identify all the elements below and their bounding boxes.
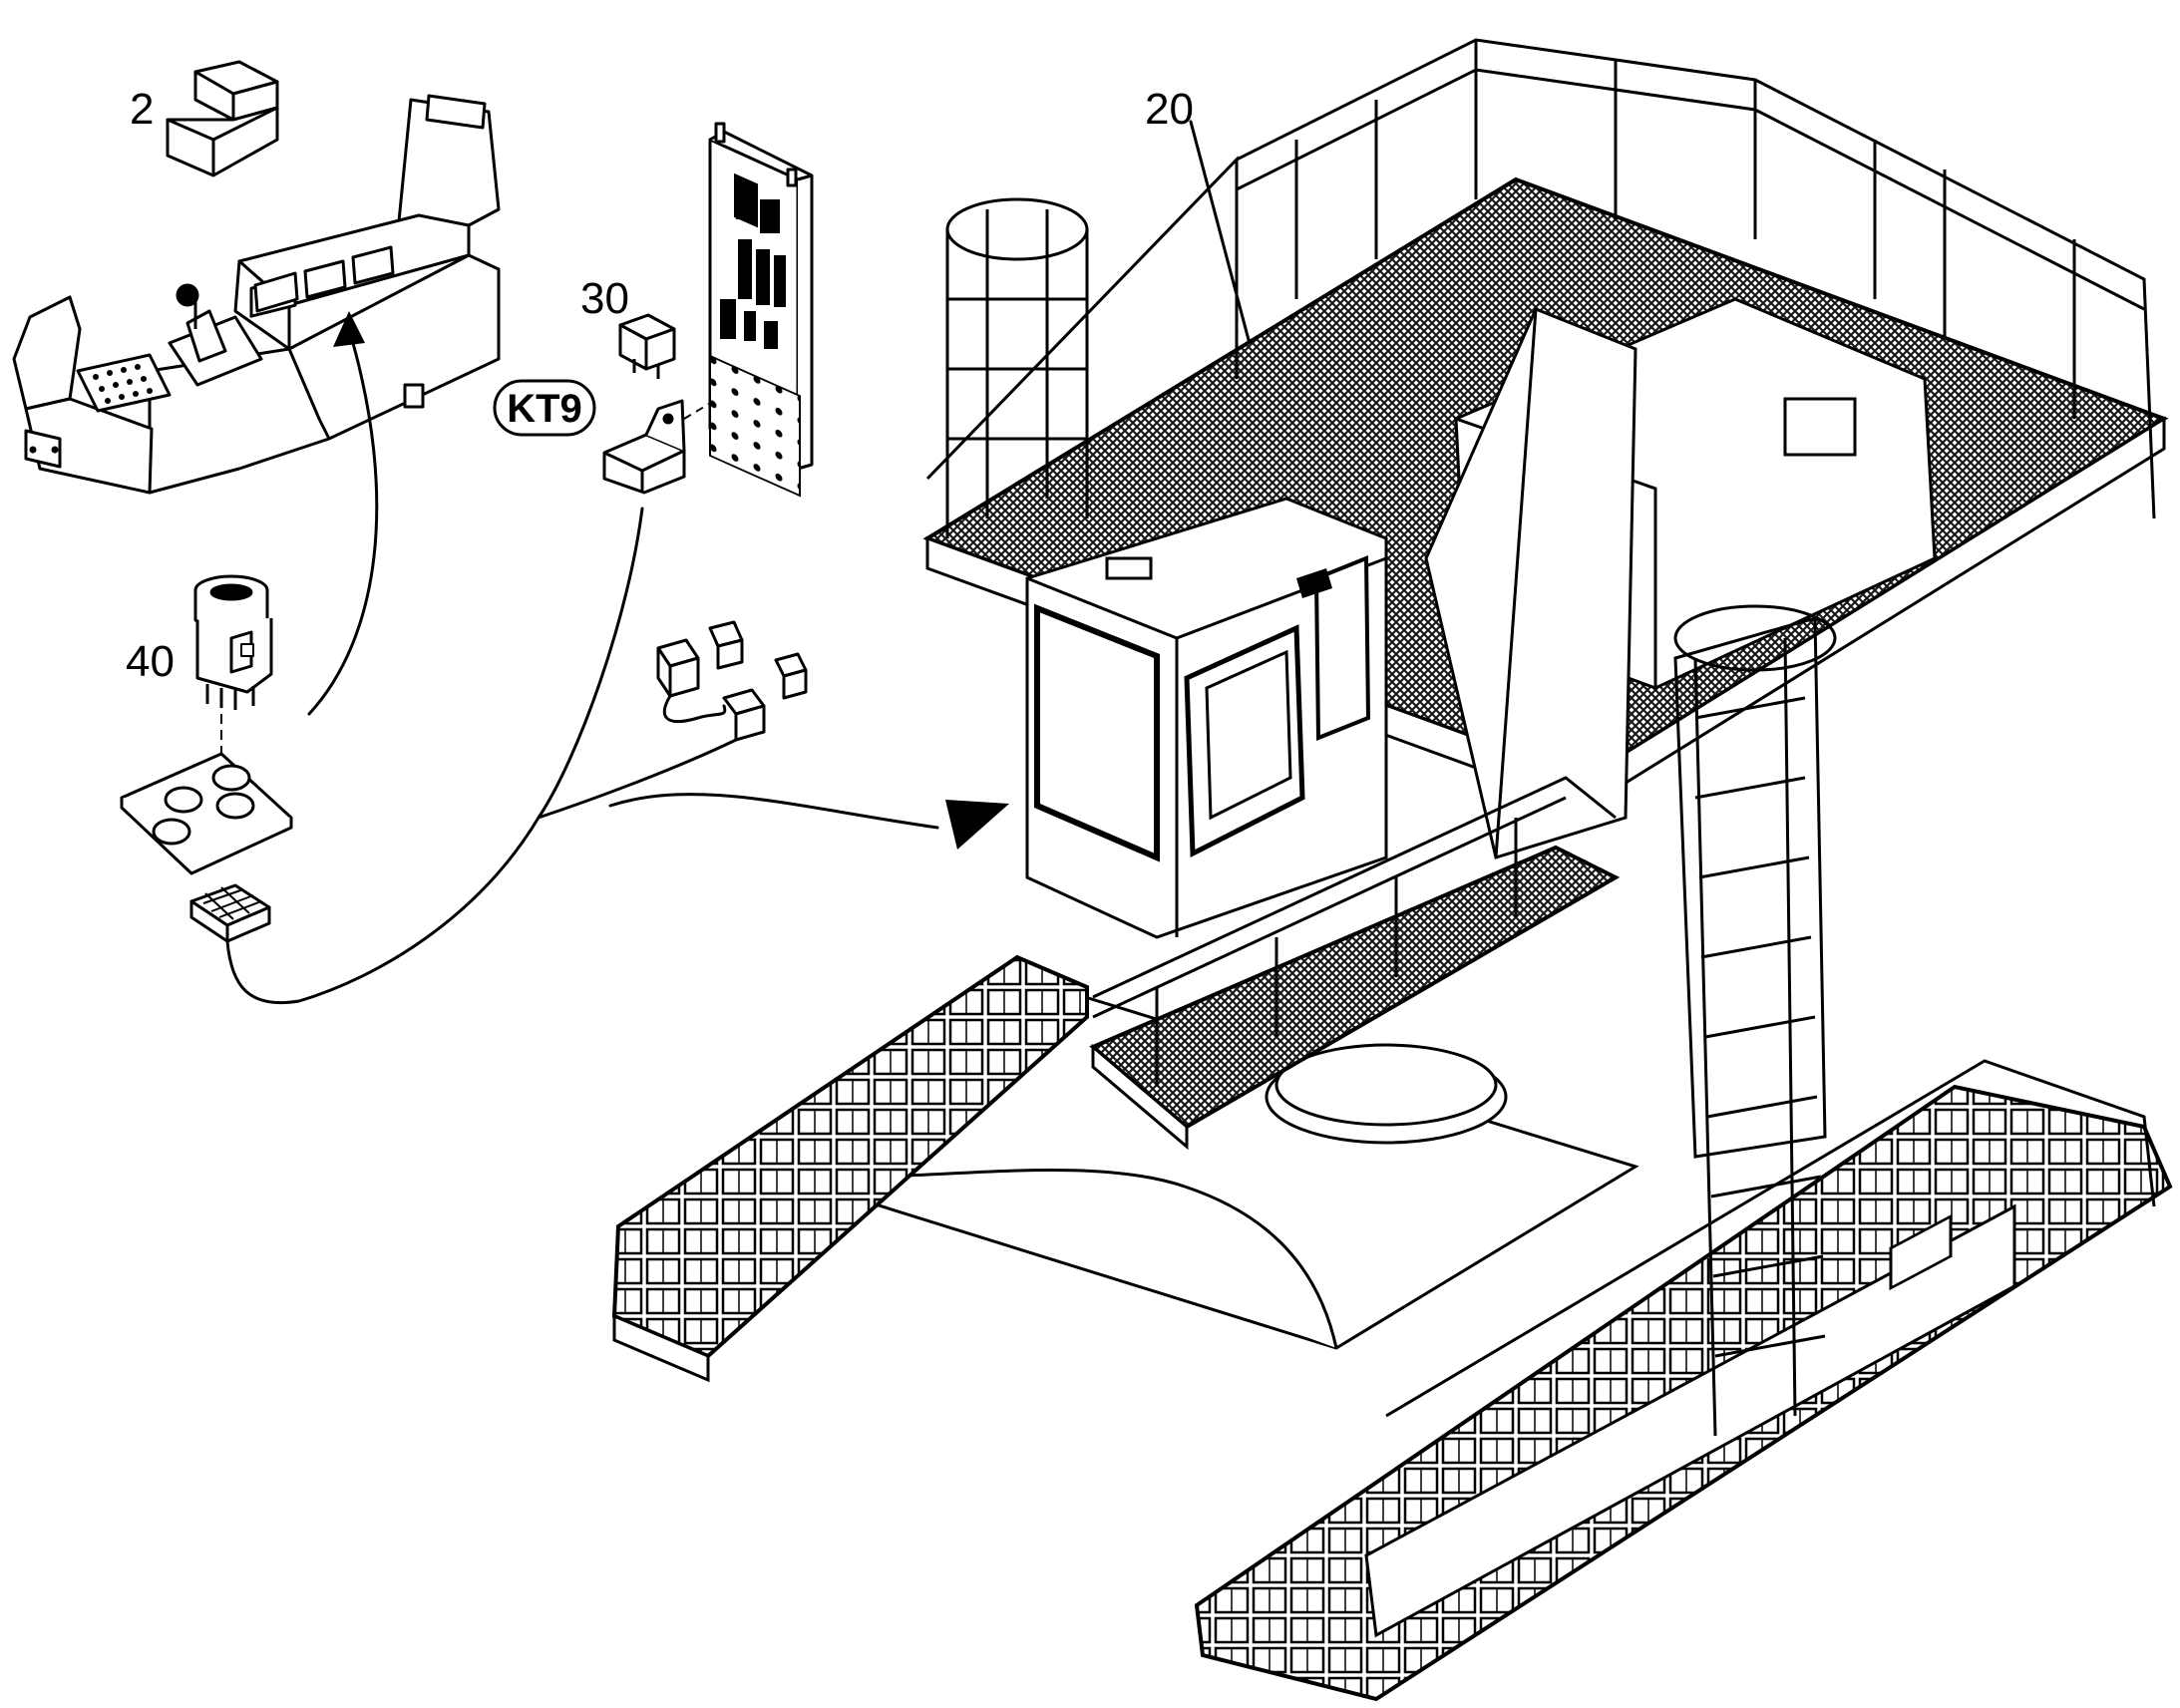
callout-kt9: KT9 <box>507 387 582 431</box>
callout-part-40: 40 <box>126 637 175 686</box>
relay-socket-icon <box>602 399 686 495</box>
circuit-board-components <box>720 172 786 349</box>
control-console-icon <box>12 94 501 495</box>
circuit-board-terminal-block <box>709 354 801 498</box>
arrow-head-machine-icon <box>945 800 1009 850</box>
arrow-head-console-icon <box>333 311 365 347</box>
kt9-label-badge: KT9 <box>493 379 596 437</box>
callout-part-20: 20 <box>1145 85 1194 134</box>
callout-part-2: 2 <box>130 85 154 134</box>
relay-icon <box>618 313 676 379</box>
callout-part-30: 30 <box>580 274 629 323</box>
relay-module-icon <box>166 60 279 177</box>
machine-icon <box>611 38 2173 1702</box>
switch-icon <box>193 574 273 710</box>
keypad-grid <box>93 364 153 404</box>
connector-plug-icon <box>189 883 271 943</box>
mounting-plate-icon <box>120 752 293 875</box>
